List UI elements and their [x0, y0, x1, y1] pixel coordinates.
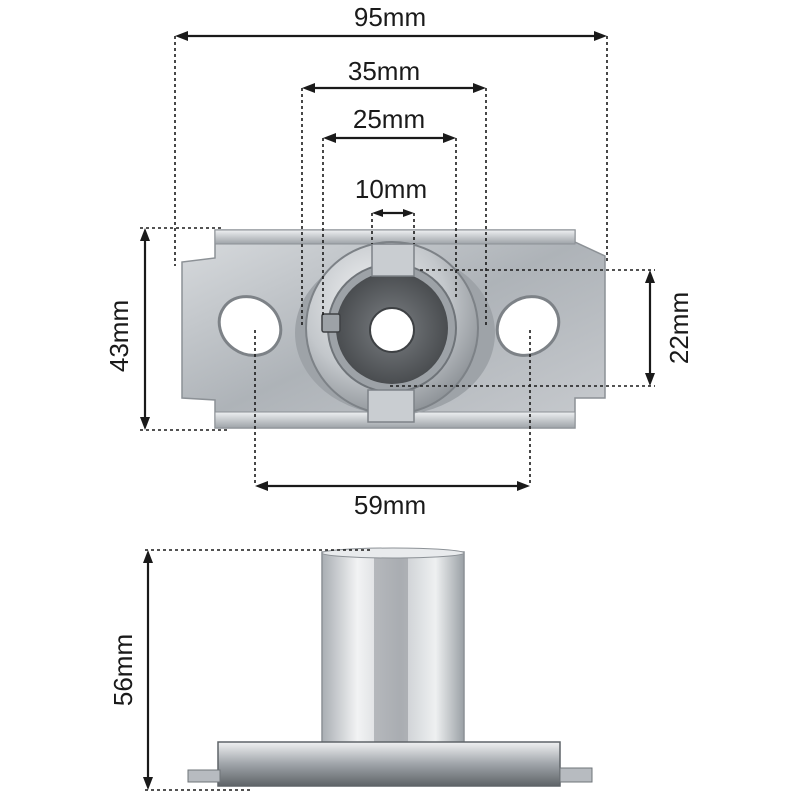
bracket-side-view	[187, 547, 593, 787]
dimension-25mm: 25mm	[322, 104, 457, 316]
label-10mm: 10mm	[355, 174, 427, 204]
label-35mm: 35mm	[348, 56, 420, 86]
label-25mm: 25mm	[353, 104, 425, 134]
base-left-flange	[187, 769, 221, 783]
tube-slot	[374, 552, 408, 744]
label-95mm: 95mm	[354, 2, 426, 32]
label-59mm: 59mm	[354, 490, 426, 520]
center-hole	[369, 307, 415, 353]
dimension-95mm: 95mm	[174, 2, 608, 266]
bracket-top-view	[181, 229, 606, 429]
dimension-35mm: 35mm	[301, 56, 487, 325]
dimension-22mm: 22mm	[390, 269, 694, 387]
dimension-59mm: 59mm	[254, 330, 531, 520]
dimension-43mm: 43mm	[104, 227, 228, 431]
left-mounting-hole	[217, 295, 283, 357]
dimension-10mm: 10mm	[355, 174, 427, 244]
label-43mm: 43mm	[104, 300, 134, 372]
right-mounting-hole	[495, 295, 561, 357]
base-right-flange	[559, 767, 593, 783]
side-base-plate	[217, 741, 561, 787]
top-slot-tab	[371, 243, 415, 277]
key-notch	[321, 313, 341, 333]
label-22mm: 22mm	[664, 292, 694, 364]
dimension-56mm: 56mm	[108, 549, 372, 791]
label-56mm: 56mm	[108, 634, 138, 706]
bottom-slot-tab	[367, 389, 415, 423]
